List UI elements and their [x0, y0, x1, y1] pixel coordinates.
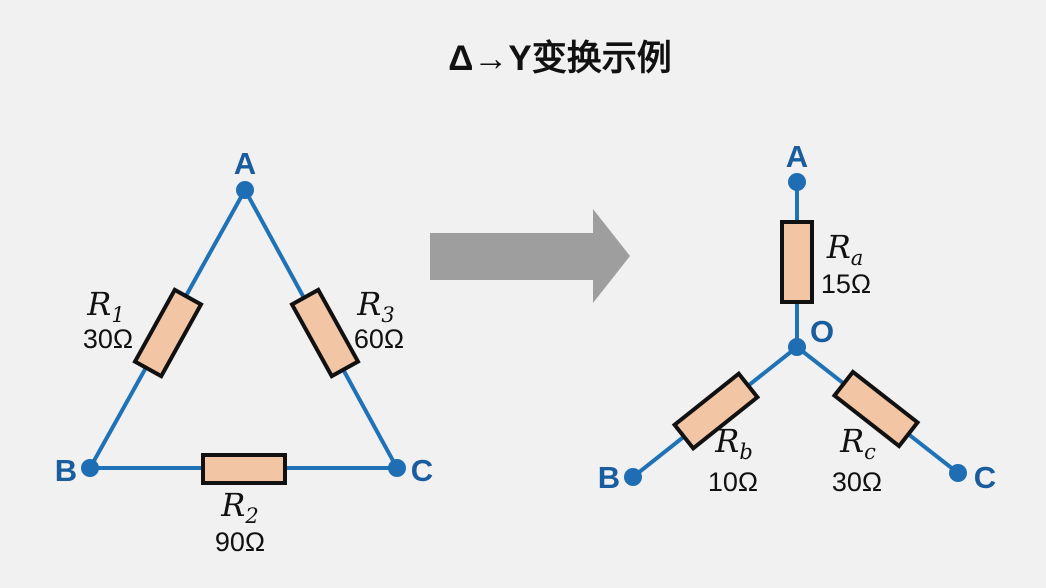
wye-node-o-dot: [788, 338, 806, 356]
resistor-r1-label: R1: [86, 285, 124, 327]
delta-node-b-label: B: [55, 453, 77, 488]
resistor-rc-value: 30Ω: [832, 467, 882, 497]
delta-node-a-label: A: [234, 146, 256, 181]
resistor-ra-label: Ra: [826, 228, 864, 270]
delta-node-b-dot: [81, 459, 99, 477]
resistor-r2-body: [201, 453, 287, 485]
resistor-r3-label: R3: [356, 285, 394, 327]
delta-network: A B C R1 30Ω R3 60Ω R2 90Ω: [55, 146, 433, 557]
resistor-rb-body: [671, 370, 761, 452]
wye-node-b-dot: [624, 468, 642, 486]
resistor-r3-body: [289, 287, 361, 379]
resistor-rb-value: 10Ω: [708, 467, 758, 497]
delta-node-a-dot: [236, 181, 254, 199]
wye-node-o-label: O: [810, 314, 834, 349]
wye-node-b-label: B: [598, 460, 620, 495]
resistor-rc-label: Rc: [839, 422, 876, 464]
wye-node-c-label: C: [974, 460, 996, 495]
delta-node-c-label: C: [411, 453, 433, 488]
resistor-rc-body: [831, 369, 921, 449]
resistor-r2-label: R2: [220, 486, 258, 528]
resistor-r2-value: 90Ω: [215, 527, 265, 557]
wye-node-a-label: A: [786, 139, 808, 174]
wye-node-c-dot: [949, 464, 967, 482]
resistor-r1-body: [132, 287, 204, 379]
diagram-title: Δ→Y变换示例: [448, 39, 672, 78]
resistor-r1-value: 30Ω: [83, 324, 133, 354]
delta-node-c-dot: [388, 459, 406, 477]
resistor-ra-value: 15Ω: [821, 269, 871, 299]
wye-network: A O B C Ra 15Ω Rb 10Ω Rc 30Ω: [598, 139, 996, 497]
wye-node-a-dot: [788, 173, 806, 191]
resistor-ra-body: [780, 220, 814, 304]
resistor-rb-label: Rb: [714, 422, 753, 464]
resistor-r3-value: 60Ω: [354, 324, 404, 354]
right-arrow-icon: [430, 209, 630, 303]
